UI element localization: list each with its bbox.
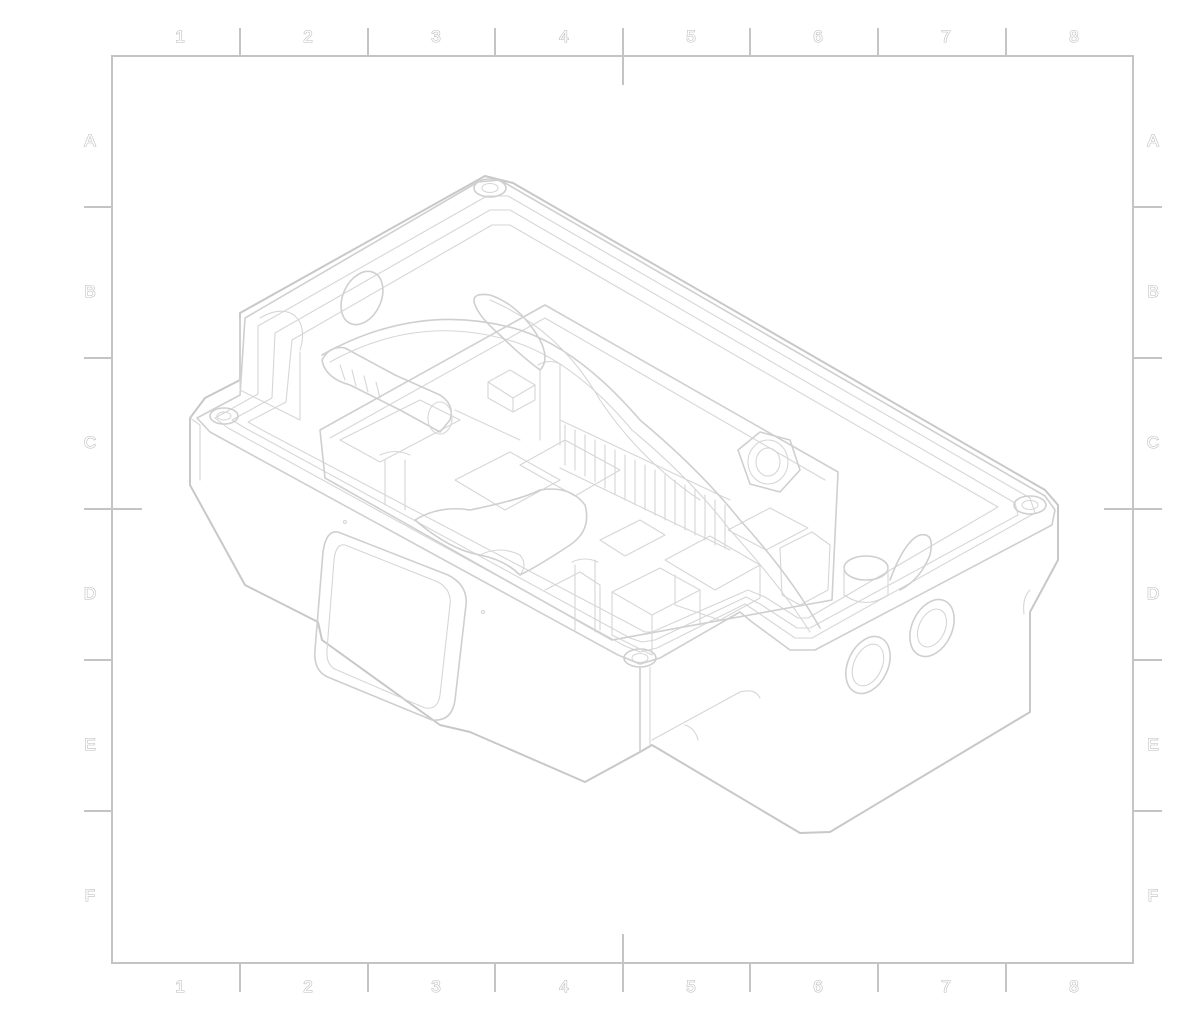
ribbon-cable — [414, 488, 588, 576]
corner-screw-back — [473, 178, 507, 198]
row-labels-left: A B C D E F — [83, 130, 97, 905]
corner-screw-right — [1013, 495, 1047, 515]
row-label: D — [1147, 584, 1159, 603]
column-label: 8 — [1069, 27, 1078, 46]
column-dividers-bottom — [239, 963, 1007, 992]
column-label: 6 — [813, 977, 822, 996]
row-label: F — [85, 886, 95, 905]
corner-screw-left — [209, 407, 239, 425]
cable-loop — [473, 293, 546, 371]
column-label: 4 — [559, 27, 568, 46]
external-cable-2 — [684, 724, 699, 741]
row-label: C — [84, 433, 96, 452]
routed-cable — [321, 318, 821, 629]
row-label: F — [1148, 886, 1158, 905]
wall-hole-back — [340, 270, 384, 326]
column-label: 7 — [941, 977, 950, 996]
left-side-edge — [189, 417, 201, 481]
cable-port-2 — [909, 598, 955, 658]
row-label: B — [84, 282, 95, 301]
cable-loop-2 — [489, 299, 701, 501]
column-label: 6 — [813, 27, 822, 46]
column-label: 3 — [431, 27, 440, 46]
display-window — [313, 531, 467, 721]
cable-loop-right — [889, 533, 933, 591]
ribbon-cable-fold — [479, 549, 525, 576]
column-label: 2 — [303, 977, 312, 996]
cable-port-1 — [845, 635, 891, 695]
row-dividers-right — [1133, 206, 1162, 812]
row-label: C — [1147, 433, 1159, 452]
column-label: 4 — [559, 977, 568, 996]
drawing-frame — [111, 55, 1134, 964]
column-label: 2 — [303, 27, 312, 46]
enclosure-outline — [189, 175, 1059, 834]
row-label: D — [84, 584, 96, 603]
column-labels-top: 1 2 3 4 5 6 7 8 — [175, 26, 1080, 46]
column-dividers-top — [239, 28, 1007, 56]
back-left-wall — [259, 310, 304, 351]
latch — [1023, 589, 1031, 615]
fastener-dot — [342, 519, 348, 525]
column-label: 8 — [1069, 977, 1078, 996]
column-label: 5 — [686, 27, 695, 46]
gasket-channel — [247, 224, 999, 633]
external-cable — [651, 690, 761, 741]
rim-inner — [214, 195, 1036, 653]
column-label: 5 — [686, 977, 695, 996]
row-labels-right: A B C D E F — [1146, 130, 1160, 905]
row-dividers-left — [84, 206, 112, 812]
cylindrical-component — [843, 555, 889, 604]
row-label: A — [84, 131, 96, 150]
enclosure-illustration — [189, 175, 1059, 834]
rim-outer — [196, 179, 1056, 665]
row-label: A — [1147, 131, 1159, 150]
column-label: 7 — [941, 27, 950, 46]
column-label: 1 — [175, 977, 184, 996]
left-wall — [239, 317, 301, 421]
routed-cable-inner — [329, 330, 811, 633]
circuit-board — [319, 304, 839, 656]
row-label: E — [1147, 735, 1158, 754]
connector-block — [487, 369, 536, 413]
fastener-dot — [480, 609, 486, 615]
row-label: B — [1147, 282, 1158, 301]
column-label: 1 — [175, 27, 184, 46]
column-label: 3 — [431, 977, 440, 996]
row-label: E — [84, 735, 95, 754]
rim-inner-2 — [231, 209, 1019, 643]
cable-gland — [737, 431, 801, 493]
column-labels-bottom: 1 2 3 4 5 6 7 8 — [175, 976, 1080, 996]
